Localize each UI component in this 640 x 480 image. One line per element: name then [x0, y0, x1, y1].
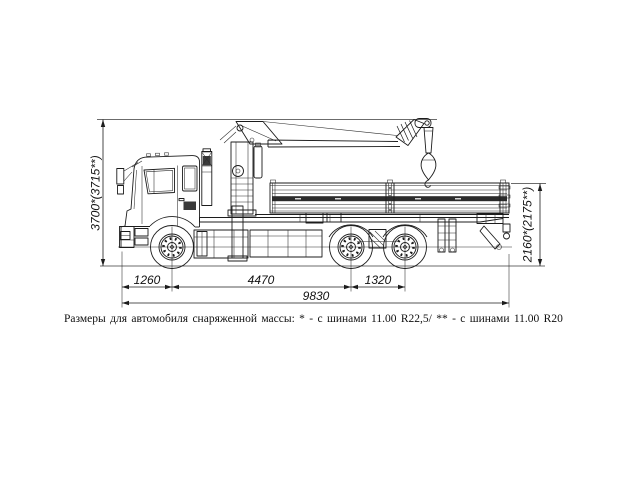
- dimension-platform-height: 2160*(2175**): [521, 183, 543, 266]
- dimension-chain-bottom: 1260 4470 1320: [122, 273, 405, 290]
- hook: [424, 179, 431, 188]
- truck-cab: [116, 152, 208, 257]
- lift-cylinder: [253, 145, 263, 179]
- sheave-pin: [424, 120, 430, 126]
- bed-dark-band: [272, 196, 507, 202]
- door-handle: [178, 198, 185, 202]
- hook-block: [420, 152, 437, 181]
- boom-hatching: [396, 120, 418, 143]
- winch-drum: [232, 165, 244, 177]
- boom-base-gusset: [235, 121, 283, 145]
- front-bumper: [119, 226, 135, 248]
- dimension-overall-height: 3700*(3715**): [89, 119, 106, 266]
- boom-beam: [267, 139, 401, 148]
- air-tank: [305, 212, 324, 224]
- dim-label-platform-height: 2160*(2175**): [521, 187, 535, 263]
- tow-coupling: [502, 223, 511, 233]
- cab-step-lower: [134, 237, 149, 246]
- boom-top-chord: [262, 121, 398, 136]
- mudflap-bracket: [479, 225, 501, 250]
- boom-head-cap: [414, 118, 432, 128]
- front-fender-arc: [149, 216, 196, 228]
- reference-lines: [97, 119, 546, 308]
- dim-label-front-overhang: 1260: [134, 273, 161, 287]
- air-intake-stack: [201, 148, 213, 206]
- sun-visor: [131, 160, 143, 168]
- tow-eye: [503, 232, 510, 240]
- cab-step-upper: [134, 228, 149, 237]
- outrigger-foot: [227, 255, 248, 262]
- dim-label-overall-height: 3700*(3715**): [89, 155, 103, 230]
- hook-link: [423, 127, 434, 154]
- tool-box: [249, 229, 323, 258]
- chassis: [193, 212, 511, 259]
- boom-pivot: [236, 124, 244, 132]
- roof-marker-light: [146, 153, 151, 157]
- cab-side-box: [183, 201, 196, 210]
- front-board-edge: [272, 183, 276, 213]
- cargo-bed: [269, 179, 511, 214]
- rear-mudguard-2: [382, 224, 428, 238]
- fuel-tank: [193, 229, 249, 259]
- drawing-caption: Размеры для автомобиля снаряженной массы…: [64, 313, 563, 325]
- taillight-box: [476, 213, 504, 224]
- mirror: [116, 168, 125, 185]
- door-window: [143, 167, 175, 195]
- wide-angle-mirror: [117, 185, 124, 195]
- mirror-arms: [123, 162, 139, 182]
- dimension-overall-length: 9830: [122, 289, 509, 306]
- roof-marker-light: [164, 152, 169, 156]
- dim-label-wheelbase: 4470: [248, 273, 275, 287]
- crane-base-plate: [227, 209, 257, 217]
- roof-marker-light: [155, 152, 160, 156]
- boom-head-section: [395, 119, 425, 146]
- air-tank: [326, 212, 342, 223]
- rear-wheel-2: [383, 225, 427, 269]
- rear-wheel-1: [329, 225, 373, 269]
- front-wheel: [150, 225, 194, 269]
- quarter-window: [182, 165, 198, 192]
- bogie-equalizer: [368, 229, 387, 249]
- dim-label-overall-length: 9830: [303, 289, 330, 303]
- dim-label-bogie-spacing: 1320: [365, 273, 392, 287]
